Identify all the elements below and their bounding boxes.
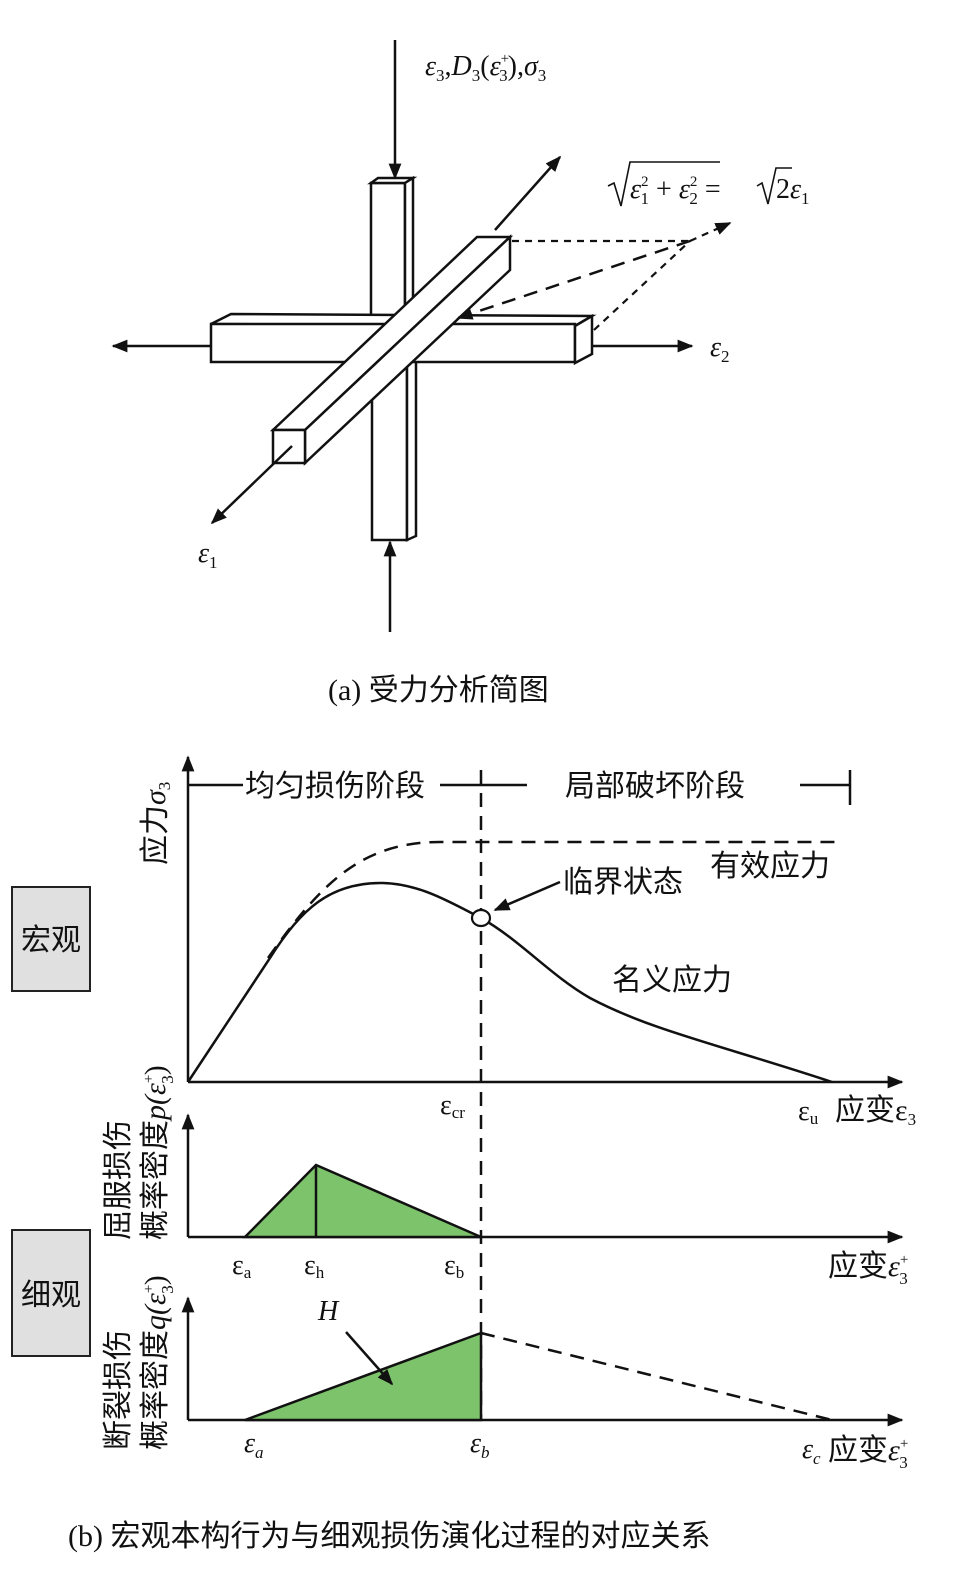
- load-label: ε3,D3(ε+3),σ3: [425, 51, 546, 85]
- nominal-stress-label: 名义应力: [612, 964, 732, 997]
- yield-density-label-line2: 概率密度p(ε+3): [139, 1065, 177, 1240]
- nominal-stress-curve: [186, 881, 833, 1084]
- critical-state-label: 临界状态: [563, 866, 683, 899]
- dashed-projection-2: [593, 240, 691, 331]
- yield-density-label-line1: 屈服损伤: [102, 1120, 135, 1240]
- H-label: H: [317, 1296, 340, 1327]
- yield-density-area: [242, 1163, 482, 1239]
- resultant-arrow: [456, 239, 691, 320]
- strain-axis-label-2: 应变ε+3: [828, 1250, 908, 1288]
- fracture-damage-panel: H εa εb εc 应变ε+3 断裂损伤 概率密度q(ε+3): [102, 1275, 908, 1472]
- svg-text:宏观: 宏观: [21, 924, 81, 957]
- diagonal-bar: [269, 234, 514, 466]
- stage-local-failure: 局部破坏阶段: [565, 770, 745, 803]
- stress-strain-panel: 均匀损伤阶段 局部破坏阶段 临界状态 有效应力 名义应力 εcr εu 应变ε3…: [139, 755, 916, 1420]
- stress-axis-label: 应力σ3: [139, 782, 174, 865]
- effective-stress-label: 有效应力: [710, 850, 830, 883]
- e-u-label: εu: [798, 1096, 819, 1128]
- yield-damage-panel: εa εh εb 应变ε+3 屈服损伤 概率密度p(ε+3): [102, 1065, 908, 1288]
- fracture-density-label-line2: 概率密度q(ε+3): [139, 1275, 177, 1450]
- fracture-density-tail: [480, 1331, 833, 1422]
- caption-a: (a) 受力分析简图: [328, 674, 549, 707]
- strain-axis-label-1: 应变ε3: [835, 1094, 916, 1129]
- svg-text:细观: 细观: [21, 1279, 81, 1312]
- vertical-bar-upper: [367, 175, 418, 330]
- e1-arrow-back: [494, 155, 562, 231]
- caption-b: (b) 宏观本构行为与细观损伤演化过程的对应关系: [68, 1520, 710, 1553]
- tick-e-b: εb: [444, 1250, 464, 1282]
- resultant-direction-arrow: [689, 221, 732, 243]
- axis-e1-label: ε1: [198, 538, 218, 572]
- micro-box: 细观: [11, 1229, 91, 1357]
- critical-point: [470, 908, 492, 928]
- svg-text:ε21 + ε22 =: ε21 + ε22 =: [630, 174, 721, 208]
- strain-axis-label-3: 应变ε+3: [828, 1434, 908, 1472]
- axis-e2-label: ε2: [710, 332, 730, 366]
- tick-e-h: εh: [304, 1250, 325, 1282]
- fracture-density-area: [244, 1331, 483, 1422]
- tick-e-a-fracture: εa: [244, 1428, 264, 1462]
- e1-arrow: [210, 445, 293, 525]
- tick-e-b-fracture: εb: [470, 1428, 490, 1462]
- e-c-label: εc: [802, 1434, 821, 1468]
- e-cr-label: εcr: [440, 1090, 465, 1122]
- stage-uniform-damage: 均匀损伤阶段: [245, 770, 425, 803]
- fracture-density-label-line1: 断裂损伤: [102, 1330, 135, 1450]
- tick-e-a: εa: [232, 1250, 252, 1282]
- macro-box: 宏观: [11, 886, 91, 992]
- svg-text:2ε1: 2ε1: [776, 174, 810, 208]
